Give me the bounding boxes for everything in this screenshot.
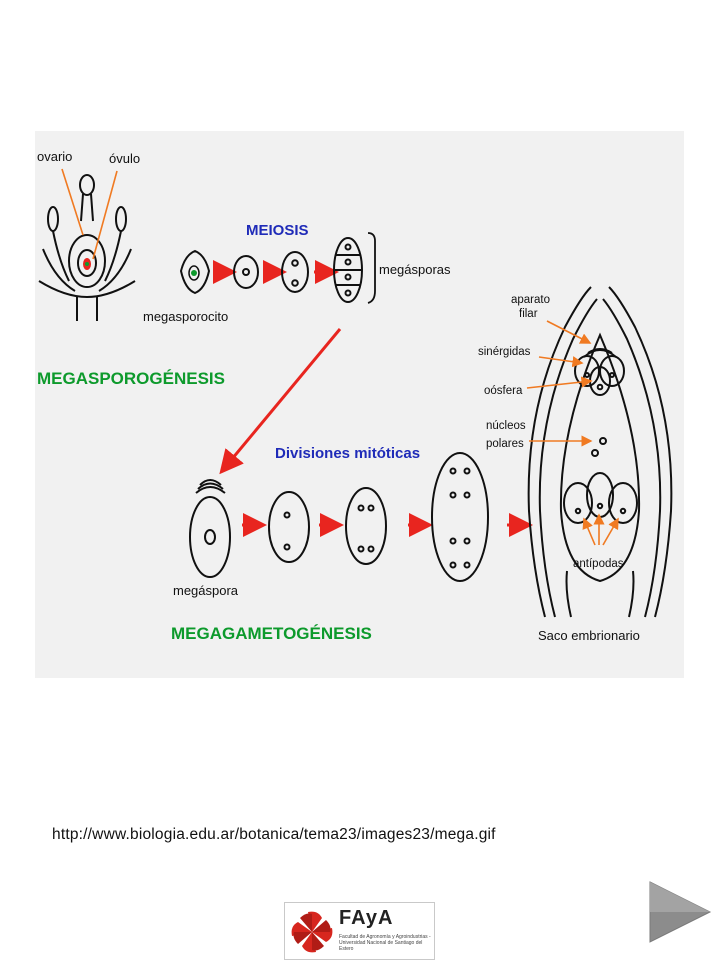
ovule-marker: [83, 258, 91, 270]
meiosis-heading: MEIOSIS: [246, 222, 309, 239]
ovulo-leader: [92, 170, 118, 260]
label-antipodas: antípodas: [573, 558, 624, 570]
label-megaspora: megáspora: [173, 583, 239, 598]
label-saco: Saco embrionario: [538, 628, 640, 643]
tetrad-cell: [333, 237, 363, 303]
label-nucleos-1: núcleos: [486, 420, 526, 432]
arrow-diagonal: [219, 328, 342, 475]
faya-logo: FAyA Facultad de Agronomía y Agroindustr…: [284, 902, 435, 960]
label-ovulo: óvulo: [109, 151, 140, 166]
logo-subtitle: Facultad de Agronomía y Agroindustrias -…: [339, 934, 431, 952]
meiosis-cell-1: [233, 255, 259, 289]
embryo-sac-drawing: [527, 286, 673, 618]
next-slide-button[interactable]: [648, 880, 712, 944]
megagametogenesis-heading: MEGAGAMETOGÉNESIS: [171, 624, 372, 643]
megasporocyte-cell: [179, 249, 211, 295]
megasporogenesis-heading: MEGASPOROGÉNESIS: [37, 369, 225, 388]
label-megasporas: megásporas: [379, 262, 451, 277]
ovario-leader: [61, 168, 84, 236]
diagram-svg: ovario óvulo MEIOSIS megasporocito megás…: [37, 149, 673, 643]
flower-drawing: [38, 174, 136, 321]
label-oosfera: oósfera: [484, 385, 523, 397]
label-megasporocito: megasporocito: [143, 309, 228, 324]
divisiones-heading: Divisiones mitóticas: [275, 445, 420, 462]
label-aparato-2: filar: [519, 308, 538, 320]
label-sinergidas: sinérgidas: [478, 346, 531, 358]
megasporogenesis-diagram: ovario óvulo MEIOSIS megasporocito megás…: [35, 131, 684, 678]
label-aparato-1: aparato: [511, 294, 550, 306]
mitosis-cell-1: [268, 491, 310, 563]
label-nucleos-2: polares: [486, 438, 524, 450]
embryo-sac-leaders: [526, 320, 619, 546]
mitosis-cell-2: [345, 487, 387, 565]
megasporocyte-nucleus: [191, 270, 197, 276]
meiosis-cell-2: [281, 251, 309, 293]
source-url-text: http://www.biologia.edu.ar/botanica/tema…: [52, 826, 496, 843]
label-ovario: ovario: [37, 149, 72, 164]
megaspore-cell: [189, 479, 231, 578]
logo-wordmark: FAyA: [339, 907, 394, 929]
mitosis-cell-3: [431, 452, 489, 582]
megasporas-brace: [367, 232, 376, 304]
pinwheel-logo-icon: [291, 911, 333, 953]
play-triangle-icon: [649, 881, 712, 943]
